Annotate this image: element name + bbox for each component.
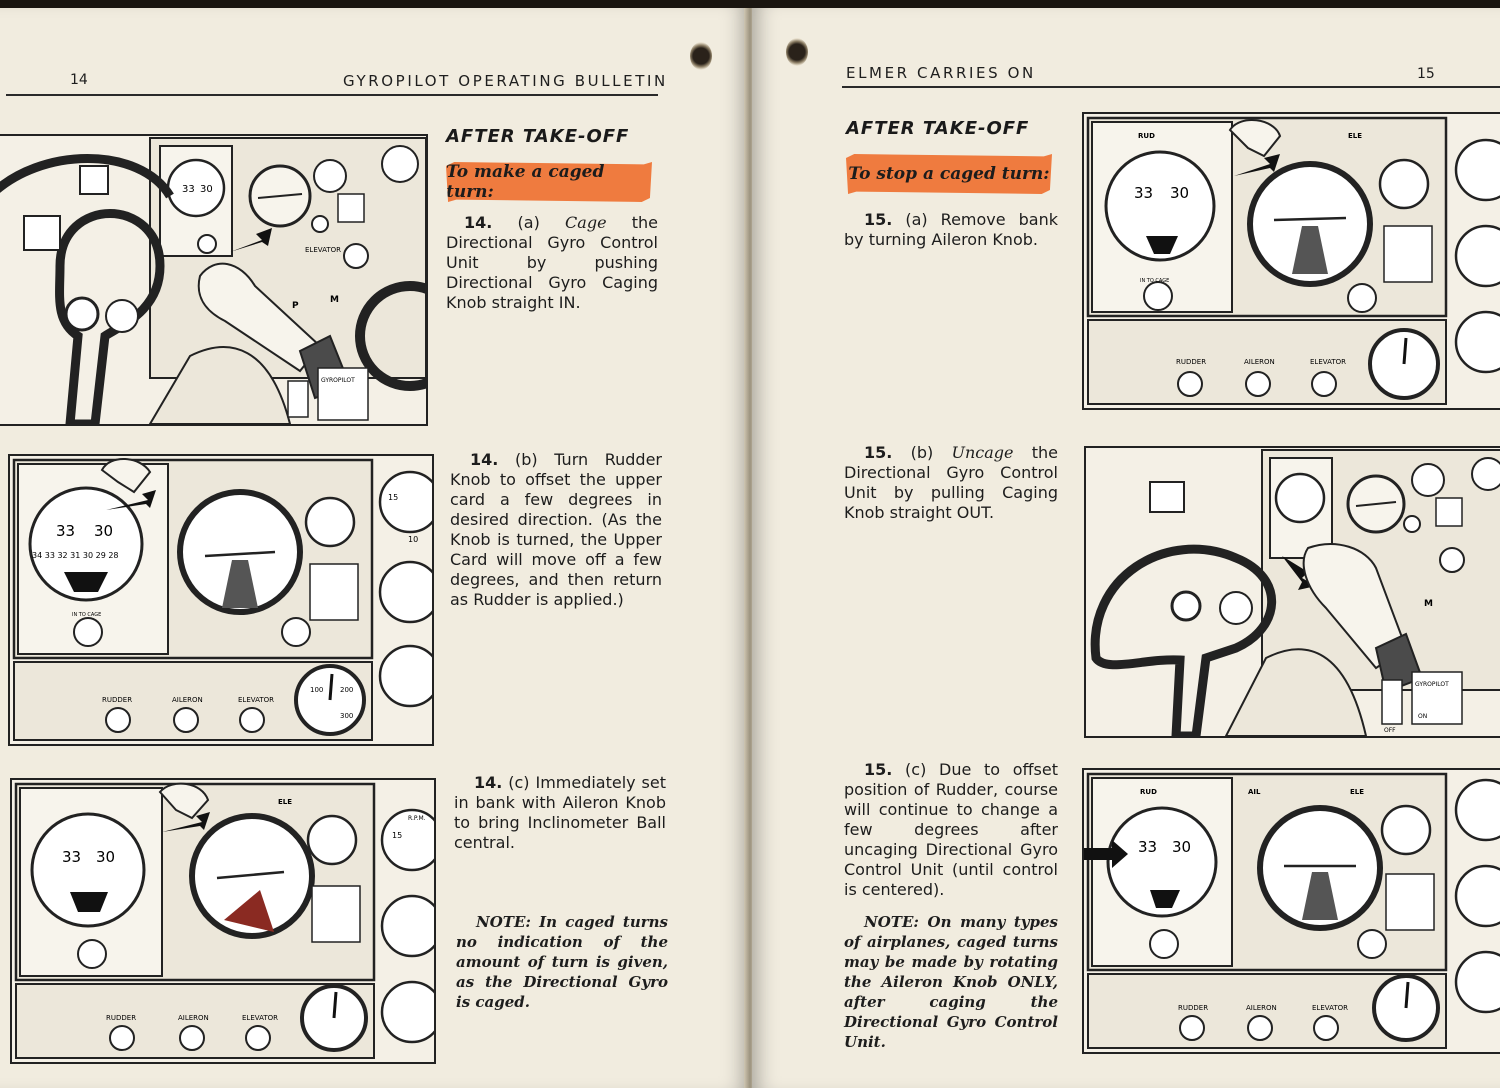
section-title: AFTER TAKE-OFF — [446, 126, 630, 147]
ele-label: ELE — [1348, 132, 1362, 140]
step-text: Due to offset position of Rudder, course… — [844, 760, 1058, 899]
aileron-label: AILERON — [178, 1014, 209, 1022]
illustration-aileron-knob: 33 30 AIL ELE RUDDER AILERON ELEVATOR — [10, 778, 436, 1064]
two-hundred-label: 200 — [340, 686, 353, 694]
card-upper-left-label: 33 — [182, 184, 195, 195]
step-label: (c) — [905, 760, 927, 779]
note-right: NOTE: On many types of airplanes, caged … — [844, 912, 1058, 1052]
rudder-label: RUDDER — [1178, 1004, 1208, 1012]
card-upper-right-label: 30 — [96, 848, 115, 866]
card-upper-right-label: 30 — [94, 522, 113, 540]
step-text: Immediately set in bank with Aileron Kno… — [454, 773, 667, 852]
rud-label: RUD — [1140, 788, 1157, 796]
step-number: 15. — [864, 443, 893, 462]
illustration-cage-gyro: 33 30 ELEVATOR M P — [0, 134, 428, 426]
step-15a: 15. (a) Remove bank by turning Aileron K… — [844, 210, 1058, 250]
card-upper-left-label: 33 — [1138, 838, 1157, 856]
rud-label: RUD — [1138, 132, 1155, 140]
step-number: 14. — [470, 450, 499, 469]
note-text: In caged turns no indication of the amou… — [456, 913, 668, 1011]
three-hundred-label: 300 — [340, 712, 353, 720]
elevator-label: ELEVATOR — [238, 696, 274, 704]
step-15b: 15. (b) Uncage the Directional Gyro Cont… — [844, 443, 1058, 523]
fifteen-label: 15 — [388, 493, 398, 502]
step-14b: 14. (b) Turn Rudder Knob to offset the u… — [450, 450, 662, 610]
step-number: 15. — [864, 210, 893, 229]
in-to-cage-label: IN TO CAGE — [1140, 278, 1169, 284]
step-text: the Directional Gyro Control Unit by pul… — [844, 443, 1058, 522]
card-upper-right-label: 30 — [1170, 184, 1189, 202]
fifteen-label: 15 — [392, 831, 402, 840]
in-to-cage-label: IN TO CAGE — [72, 612, 101, 618]
step-text: Remove bank by turning Aileron Knob. — [844, 210, 1058, 249]
step-15c: 15. (c) Due to offset position of Rudder… — [844, 760, 1058, 900]
section-title: AFTER TAKE-OFF — [846, 118, 1030, 139]
elevator-label: ELEVATOR — [242, 1014, 278, 1022]
instruction-banner: To stop a caged turn: — [846, 154, 1052, 194]
header-rule — [6, 94, 658, 96]
on-label: ON — [1418, 713, 1427, 720]
running-head: GYROPILOT OPERATING BULLETIN — [343, 72, 668, 90]
hundred-label: 100 — [310, 686, 323, 694]
note-left: NOTE: In caged turns no indication of th… — [456, 912, 668, 1012]
rudder-label: RUDDER — [1176, 358, 1206, 366]
ail-label: AIL — [1248, 788, 1261, 796]
card-upper-left-label: 33 — [56, 522, 75, 540]
page-number: 14 — [70, 72, 88, 88]
binding-hole — [690, 42, 712, 70]
step-text: the Directional Gyro Control Unit by pus… — [446, 213, 659, 312]
gyropilot-label: GYROPILOT — [321, 377, 355, 384]
right-page: ELMER CARRIES ON 15 AFTER TAKE-OFF To st… — [752, 8, 1500, 1088]
ten-label: 10 — [408, 535, 418, 544]
step-number: 14. — [464, 213, 493, 232]
step-label: (b) — [910, 443, 934, 462]
rudder-label: RUDDER — [102, 696, 132, 704]
step-label: (a) — [905, 210, 928, 229]
illustration-rudder-knob: 33 30 34 33 32 31 30 29 28 IN TO CAGE RU… — [8, 454, 434, 746]
elevator-label: ELEVATOR — [1310, 358, 1346, 366]
step-text: Turn Rudder Knob to offset the upper car… — [450, 450, 662, 609]
note-label: NOTE: — [864, 913, 919, 931]
card-upper-left-label: 33 — [1134, 184, 1153, 202]
booklet-spread: 14 GYROPILOT OPERATING BULLETIN 33 30 EL… — [0, 8, 1500, 1088]
note-text: On many types of airplanes, caged turns … — [844, 913, 1058, 1051]
off-label: OFF — [1384, 727, 1396, 734]
elevator-label: ELEVATOR — [305, 246, 341, 254]
lever-label-m: M — [1424, 599, 1433, 609]
card-upper-right-label: 30 — [1172, 838, 1191, 856]
ele-label: ELE — [1350, 788, 1364, 796]
rpm-label: R.P.M. — [408, 815, 426, 822]
left-page: 14 GYROPILOT OPERATING BULLETIN 33 30 EL… — [0, 8, 748, 1088]
card-upper-right-label: 30 — [200, 184, 213, 195]
step-label: (b) — [514, 450, 538, 469]
aileron-label: AILERON — [172, 696, 203, 704]
step-number: 14. — [474, 773, 503, 792]
aileron-label: AILERON — [1244, 358, 1275, 366]
card-lower-label: 34 33 32 31 30 29 28 — [32, 551, 119, 560]
step-14c: 14. (c) Immediately set in bank with Ail… — [454, 773, 666, 853]
step-14a: 14. (a) Cage the Directional Gyro Contro… — [446, 213, 658, 313]
illustration-offset-rudder: 33 30 RUD AIL ELE RUDDER AILERON ELEVATO… — [1082, 768, 1500, 1054]
illustration-uncage-gyro: M GYROPILOT ON OFF — [1084, 446, 1500, 738]
rudder-label: RUDDER — [106, 1014, 136, 1022]
note-label: NOTE: — [476, 913, 531, 931]
card-upper-left-label: 33 — [62, 848, 81, 866]
illustration-remove-bank: 33 30 IN TO CAGE RUD ELE RUDDER AILERON … — [1082, 112, 1500, 410]
step-verb: Uncage — [951, 443, 1014, 462]
aileron-label: AILERON — [1246, 1004, 1277, 1012]
lever-label-m: M — [330, 295, 339, 305]
binding-hole — [786, 38, 808, 66]
ele-label: ELE — [278, 798, 292, 806]
elevator-label: ELEVATOR — [1312, 1004, 1348, 1012]
page-number: 15 — [1417, 66, 1435, 82]
header-rule — [842, 86, 1500, 88]
step-label: (a) — [517, 213, 540, 232]
running-head: ELMER CARRIES ON — [846, 64, 1036, 82]
step-number: 15. — [864, 760, 893, 779]
lever-label-p: P — [292, 301, 299, 311]
instruction-banner: To make a caged turn: — [446, 162, 652, 202]
step-label: (c) — [508, 773, 530, 792]
step-verb: Cage — [565, 213, 607, 232]
gyropilot-label: GYROPILOT — [1415, 681, 1449, 688]
